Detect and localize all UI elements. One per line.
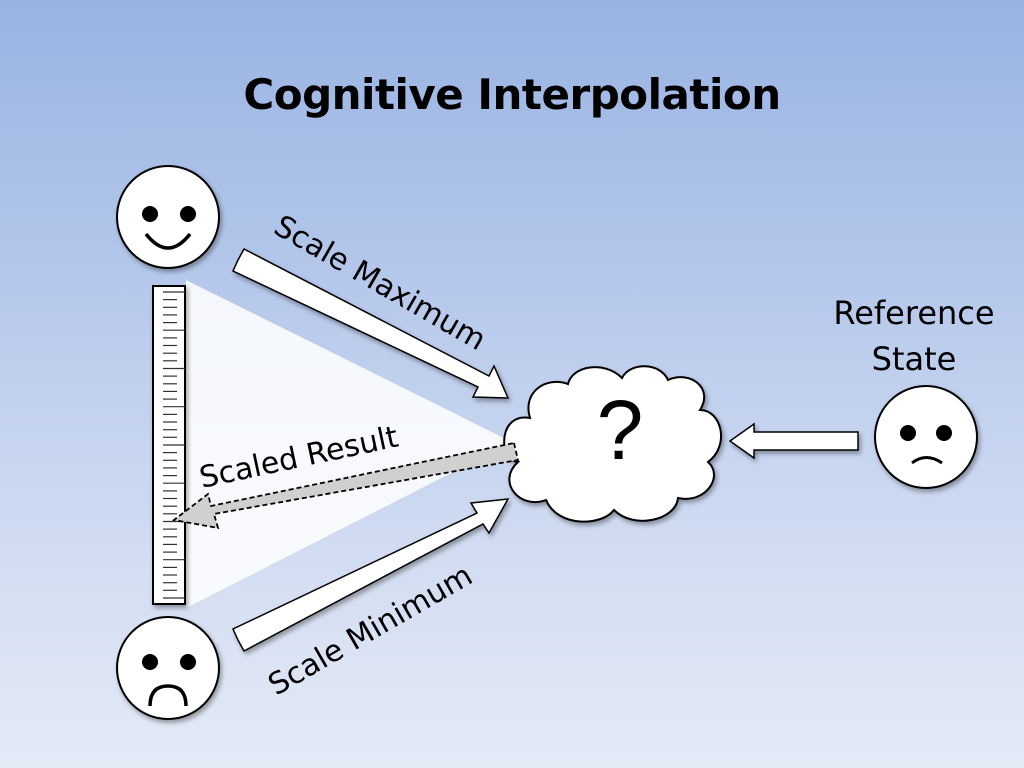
question-mark: ? (596, 383, 644, 477)
scale-maximum-arrow (232, 247, 510, 399)
scale-minimum-arrow (232, 498, 510, 653)
reference-arrow (728, 422, 859, 460)
scaled-result-arrow (171, 441, 520, 530)
reference-state-line1: Reference (833, 294, 995, 332)
projection-triangle (186, 280, 512, 608)
reference-state-line2: State (871, 340, 957, 378)
thought-cloud-icon (503, 365, 723, 523)
happy-face-icon (116, 165, 220, 269)
ruler-icon (152, 285, 186, 605)
sad-face-icon (116, 616, 220, 720)
slide-title: Cognitive Interpolation (243, 70, 781, 119)
slightly-sad-face-icon (874, 385, 978, 489)
reference-state-label: Reference State (822, 290, 1006, 382)
